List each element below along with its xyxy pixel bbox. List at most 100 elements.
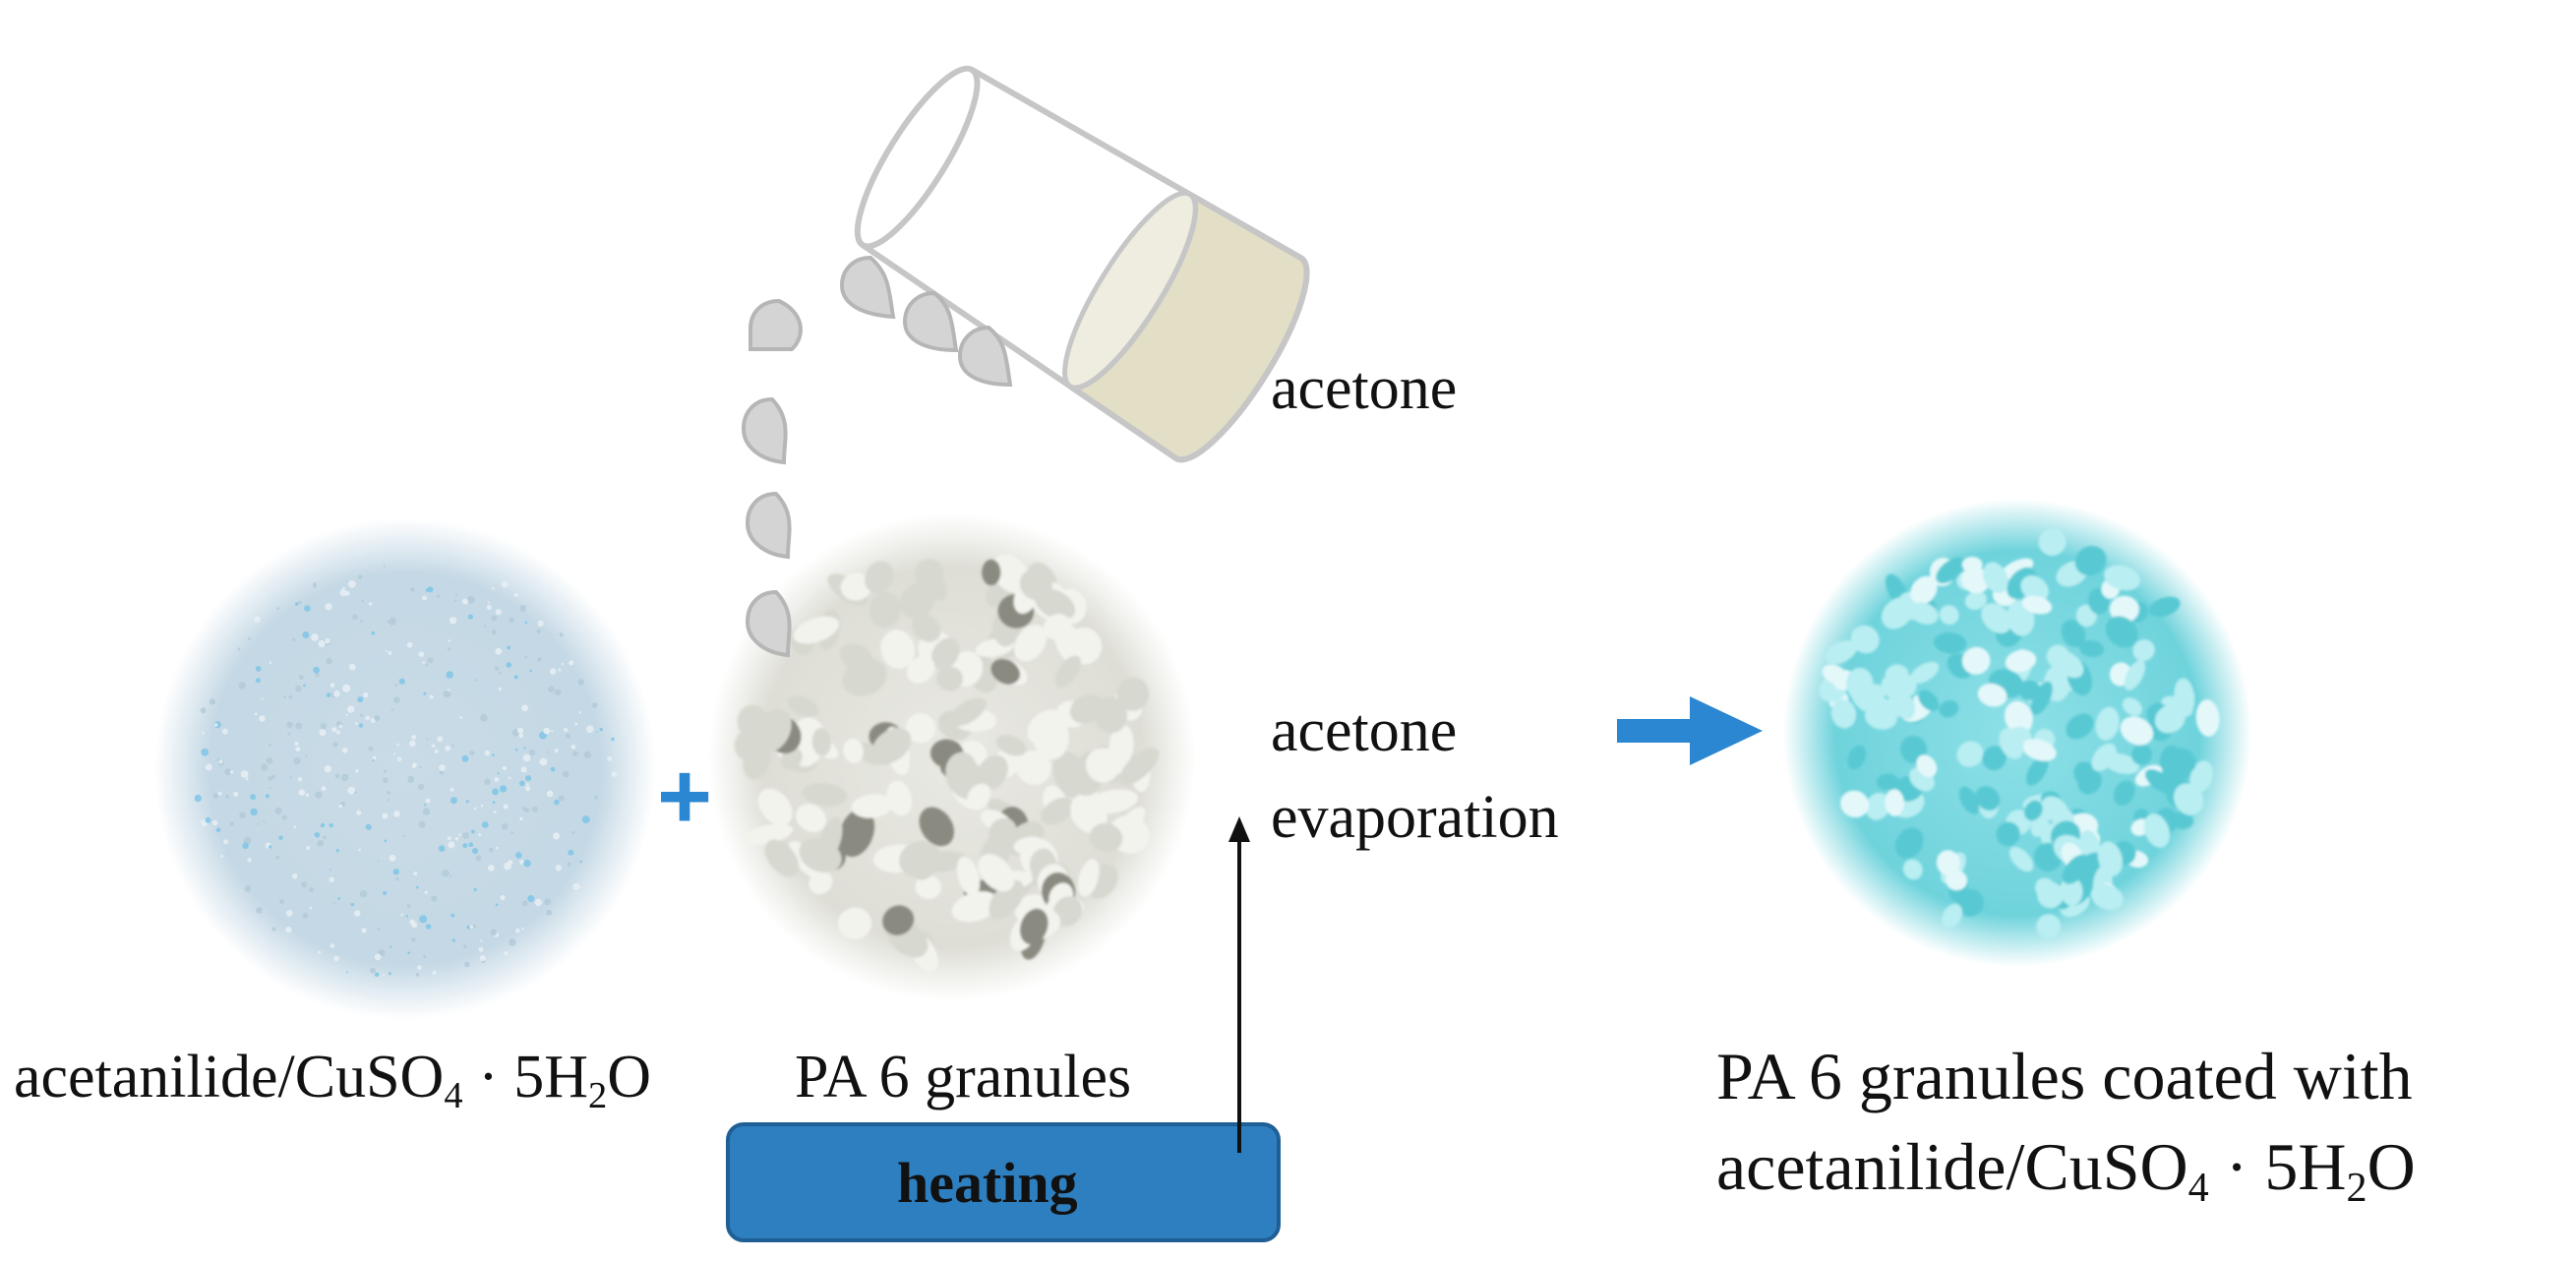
powder-speck [371,630,376,635]
granule-chunk [925,571,947,601]
powder-speck [596,731,599,734]
powder-speck [370,967,376,974]
powder-speck [519,604,526,612]
powder-speck [275,855,280,860]
powder-speck [438,845,446,852]
powder-speck [508,776,511,780]
powder-speck [365,715,371,721]
granule-chunk [905,713,936,744]
powder-speck [412,762,417,768]
coated-bead [2113,780,2135,806]
powder-speck [547,751,550,753]
powder-speck [332,901,335,904]
powder-speck [570,745,576,750]
powder-speck [531,806,538,812]
powder-speck [321,786,327,792]
powder-speck [271,927,276,931]
powder-speck [501,580,509,588]
powder-speck [205,763,212,771]
powder-speck [372,758,375,762]
powder-speck [508,860,513,866]
powder-speck [283,695,286,698]
powder-speck [536,629,541,633]
granule-chunk [1116,677,1150,711]
powder-speck [216,757,220,761]
powder-speck [462,832,470,839]
powder-speck [388,650,392,655]
powder-speck [292,637,296,641]
powder-speck [309,906,313,910]
coated-bead [1981,603,2012,633]
granule-chunk [843,738,864,764]
up-arrow-icon [1228,816,1250,1153]
powder-speck [543,727,551,735]
coated-bead [2124,659,2146,691]
powder-speck [335,849,339,853]
powder-speck [442,869,449,877]
powder-speck [347,580,356,588]
granule-chunk [840,572,872,601]
granule-chunk [967,783,991,808]
powder-speck [458,833,462,836]
coated-bead [1894,827,1924,860]
powder-speck [411,937,416,942]
beaker-icon [854,65,1310,463]
powder-speck [492,753,495,756]
powder-speck [429,694,434,699]
powder-speck [506,662,512,668]
powder-speck [194,794,202,803]
powder-sample-image [154,518,656,1020]
powder-speck [493,811,497,814]
powder-speck [561,663,565,666]
powder-speck [453,599,457,602]
powder-speck [434,749,439,753]
coated-bead [2166,748,2196,775]
powder-speck [355,722,358,725]
droplet-icon [745,491,792,560]
powder-speck [407,775,415,783]
heating-label: heating [897,1151,1078,1215]
powder-speck [377,927,381,931]
powder-speck [524,785,531,792]
powder-speck [242,842,249,850]
powder-speck [566,733,570,739]
powder-speck [255,666,262,672]
powder-speck [431,744,436,748]
granule-chunk [1019,908,1048,945]
right-arrow-icon [1617,696,1763,765]
powder-speck [416,885,419,889]
powder-speck [257,822,260,825]
powder-speck [393,811,400,817]
powder-speck [359,890,368,898]
powder-speck [449,875,452,878]
powder-speck [451,744,454,748]
granule-chunk [882,905,915,935]
granule-chunk [802,782,848,807]
coated-bead [2038,528,2067,557]
powder-speck [431,895,438,902]
powder-speck [288,694,293,699]
powder-speck [464,961,470,968]
powder-speck [350,902,354,907]
powder-speck [553,832,561,840]
powder-speck [546,790,554,798]
powder-speck [200,707,207,714]
powder-speck [374,715,381,722]
powder-speck [410,587,415,592]
powder-speck [425,924,432,930]
coated-bead [1956,741,1984,767]
powder-speck [513,675,518,680]
powder-speck [240,770,249,778]
granule-chunk [1077,859,1100,897]
powder-speck [389,854,396,862]
powder-speck [490,929,498,936]
powder-speck [209,698,216,705]
powder-speck [304,605,311,612]
coated-bead [2189,760,2214,794]
granule-chunk [1070,794,1108,834]
coated-bead [1983,562,2008,594]
powder-speck [332,742,338,748]
powder-speck [314,832,321,838]
powder-speck [302,913,309,919]
